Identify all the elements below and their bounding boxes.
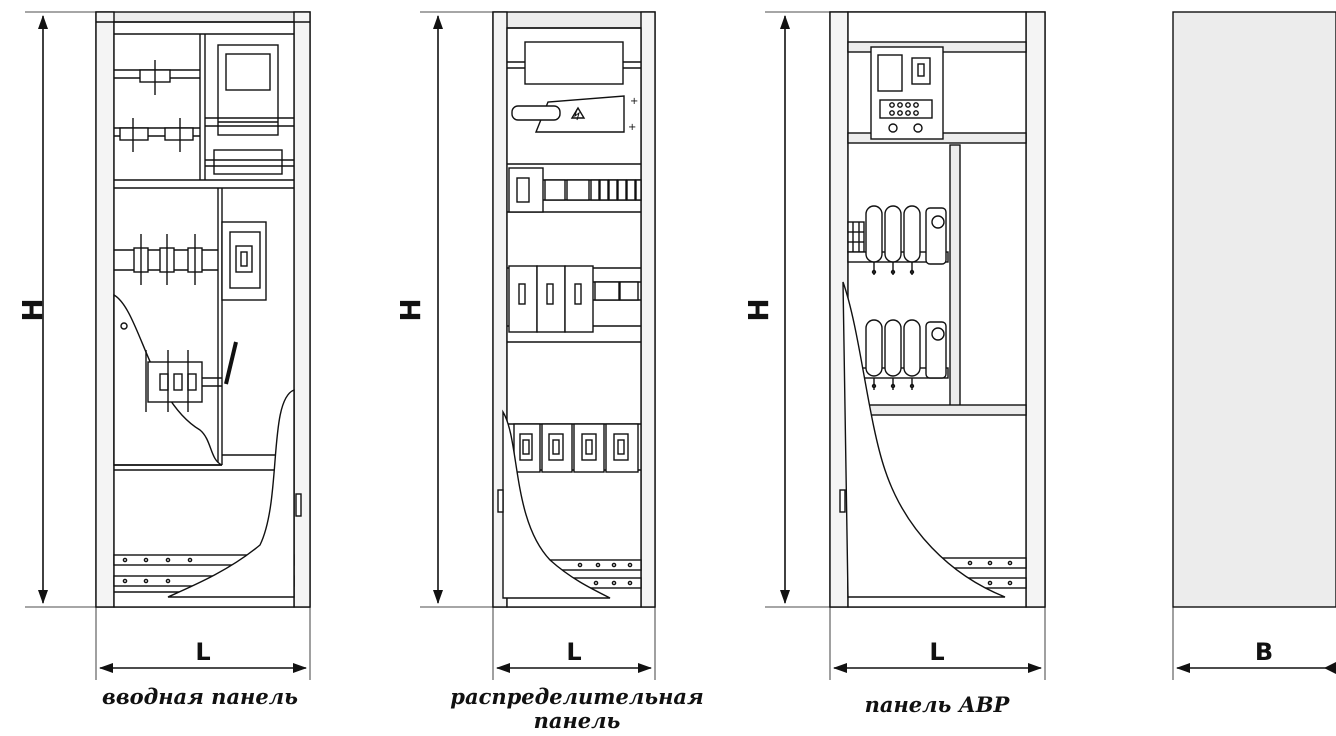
side-panel: B [1172, 11, 1336, 680]
cutaway-door [842, 281, 1006, 598]
svg-text:+: + [630, 96, 638, 107]
control-unit [870, 46, 944, 140]
cutaway-door [113, 293, 223, 466]
caption-distribution-panel-line1: распределительная [450, 684, 703, 709]
length-label: L [566, 638, 581, 666]
distribution-panel: H L + + [394, 11, 656, 680]
svg-text:+: + [628, 122, 636, 133]
input-panel: H L [16, 11, 311, 680]
height-label: H [16, 298, 49, 321]
length-label: L [929, 638, 944, 666]
length-label: L [195, 638, 210, 666]
height-label: H [394, 298, 427, 321]
ats-panel: H L [742, 11, 1046, 680]
caption-input-panel: вводная панель [102, 684, 298, 709]
height-label: H [742, 298, 775, 321]
cabinet-side [1172, 11, 1336, 608]
depth-label: B [1255, 638, 1273, 666]
cutaway-door [502, 409, 611, 599]
caption-distribution-panel-line2: панель [534, 708, 621, 733]
caption-ats-panel: панель АВР [865, 692, 1011, 717]
